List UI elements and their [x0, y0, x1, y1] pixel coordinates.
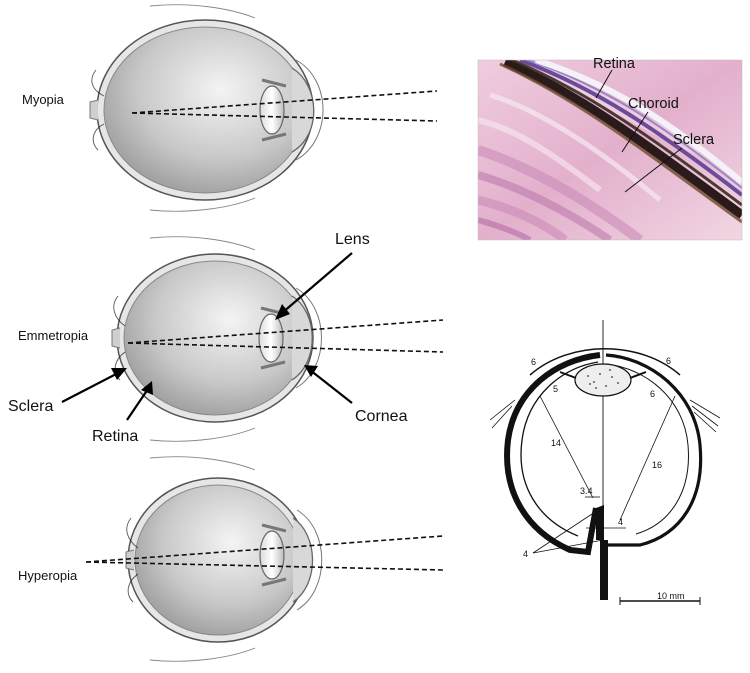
cs-5: 5 [553, 384, 558, 394]
sclera-label: Sclera [8, 398, 53, 415]
histology-choroid-label: Choroid [628, 96, 679, 112]
cs-4-bottom: 4 [523, 549, 528, 559]
hyperopia-label: Hyperopia [18, 568, 78, 583]
hyperopia-eye-drawing [125, 456, 323, 662]
lens-pointer [275, 252, 353, 320]
cs-16: 16 [652, 460, 662, 470]
myopia-eye-drawing [89, 4, 324, 212]
hyperopia-eye: Hyperopia [18, 456, 444, 662]
histology-sclera-label: Sclera [673, 132, 715, 148]
cornea-pointer [304, 365, 353, 404]
cs-6-inner: 6 [650, 389, 655, 399]
cs-14: 14 [551, 438, 561, 448]
histology-panel: Retina Choroid Sclera [477, 56, 743, 241]
histology-retina-label: Retina [593, 56, 636, 72]
retina-label: Retina [92, 428, 138, 445]
cs-4-fovea: 4 [618, 517, 623, 527]
sclera-pointer [61, 368, 127, 403]
myopia-eye: Myopia [22, 4, 438, 212]
emmetropia-label: Emmetropia [18, 328, 89, 343]
emmetropia-eye: Emmetropia Lens Sclera Retina Cornea [8, 231, 444, 445]
emmetropia-eye-drawing [111, 236, 322, 442]
histology-image [478, 60, 742, 240]
myopia-label: Myopia [22, 92, 65, 107]
eye-cross-section: 6 6 5 6 14 16 3.4 4 4 10 mm [489, 320, 721, 605]
cs-6-right: 6 [666, 356, 671, 366]
lens-label: Lens [335, 231, 370, 248]
retina-pointer [126, 381, 153, 421]
cornea-label: Cornea [355, 408, 408, 425]
cs-6-left: 6 [531, 357, 536, 367]
cs-3-4: 3.4 [580, 486, 593, 496]
cs-scale-label: 10 mm [657, 591, 685, 601]
